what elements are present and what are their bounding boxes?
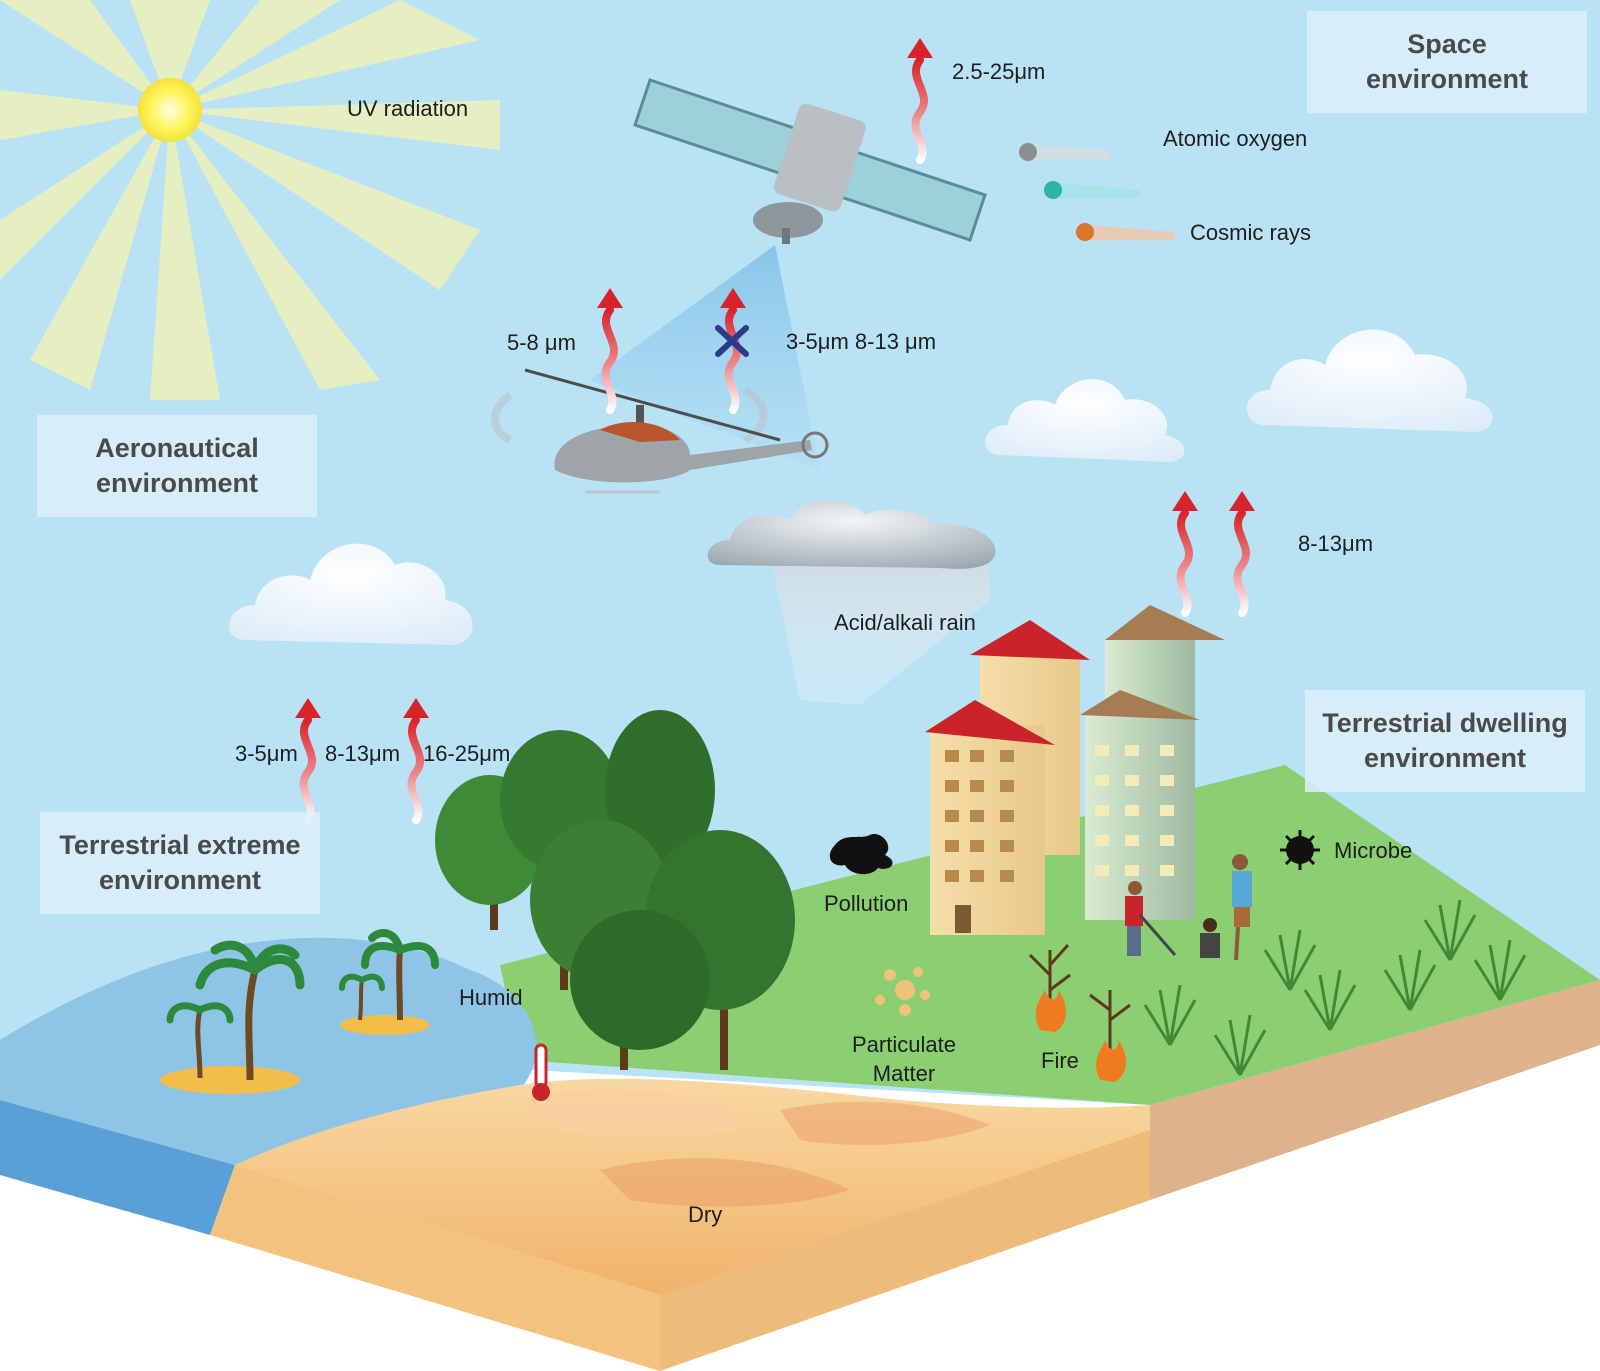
cloud-icon [228, 329, 1493, 645]
terrestrial-extreme-environment-label: Terrestrial extreme environment [59, 830, 301, 895]
helicopter-icon [491, 368, 829, 494]
aeronautical-environment-label: Aeronautical environment [95, 433, 259, 498]
people-icon [1125, 854, 1252, 961]
fire-icon [1028, 943, 1131, 1082]
sun-icon [138, 78, 202, 142]
space-environment-box: Space environment [1307, 11, 1587, 113]
pollution-label: Pollution [824, 891, 909, 916]
particulate-icon [875, 967, 930, 1016]
grass-tufts-icon [1143, 899, 1527, 1076]
microbe-label: Microbe [1334, 838, 1413, 863]
band-label-heli: 5-8 μm [507, 330, 576, 355]
storm-cloud-icon [707, 500, 996, 569]
band-label-sat: 3-5μm 8-13 μm [786, 329, 937, 354]
band-label-dwelling: 8-13μm [1298, 531, 1374, 556]
fire-label: Fire [1041, 1048, 1079, 1073]
terrestrial-dwelling-environment-box: Terrestrial dwelling environment [1305, 690, 1585, 792]
satellite-icon [633, 78, 987, 244]
buildings-icon [925, 605, 1225, 935]
sun-rays [0, 0, 500, 400]
dry-label: Dry [688, 1202, 723, 1227]
terrestrial-dwelling-environment-label: Terrestrial dwelling environment [1322, 708, 1568, 773]
humid-label: Humid [459, 985, 523, 1010]
band-label-space: 2.5-25μm [952, 59, 1046, 84]
thermometer-icon [532, 1043, 550, 1101]
acid-rain-label: Acid/alkali rain [834, 610, 976, 635]
space-environment-label: Space environment [1365, 29, 1529, 94]
cosmic-rays-label: Cosmic rays [1190, 220, 1312, 245]
band-label-extreme-3: 16-25μm [423, 741, 511, 766]
pollution-icon [829, 834, 893, 875]
blocked-x-icon [715, 325, 749, 357]
atomic-oxygen-label: Atomic oxygen [1163, 126, 1308, 151]
rain [770, 545, 990, 705]
forest-icon [435, 710, 795, 1070]
band-label-extreme-2: 8-13μm [325, 741, 401, 766]
aeronautical-environment-box: Aeronautical environment [37, 415, 317, 517]
band-label-extreme-1: 3-5μm [235, 741, 298, 766]
uv-radiation-label: UV radiation [347, 96, 469, 121]
particulate-matter-label: Particulate Matter [852, 1032, 956, 1086]
palm-islands-icon [160, 929, 439, 1094]
particle-streaks [1019, 143, 1175, 241]
terrestrial-extreme-environment-box: Terrestrial extreme environment [40, 812, 320, 914]
microbe-icon [1280, 830, 1320, 870]
